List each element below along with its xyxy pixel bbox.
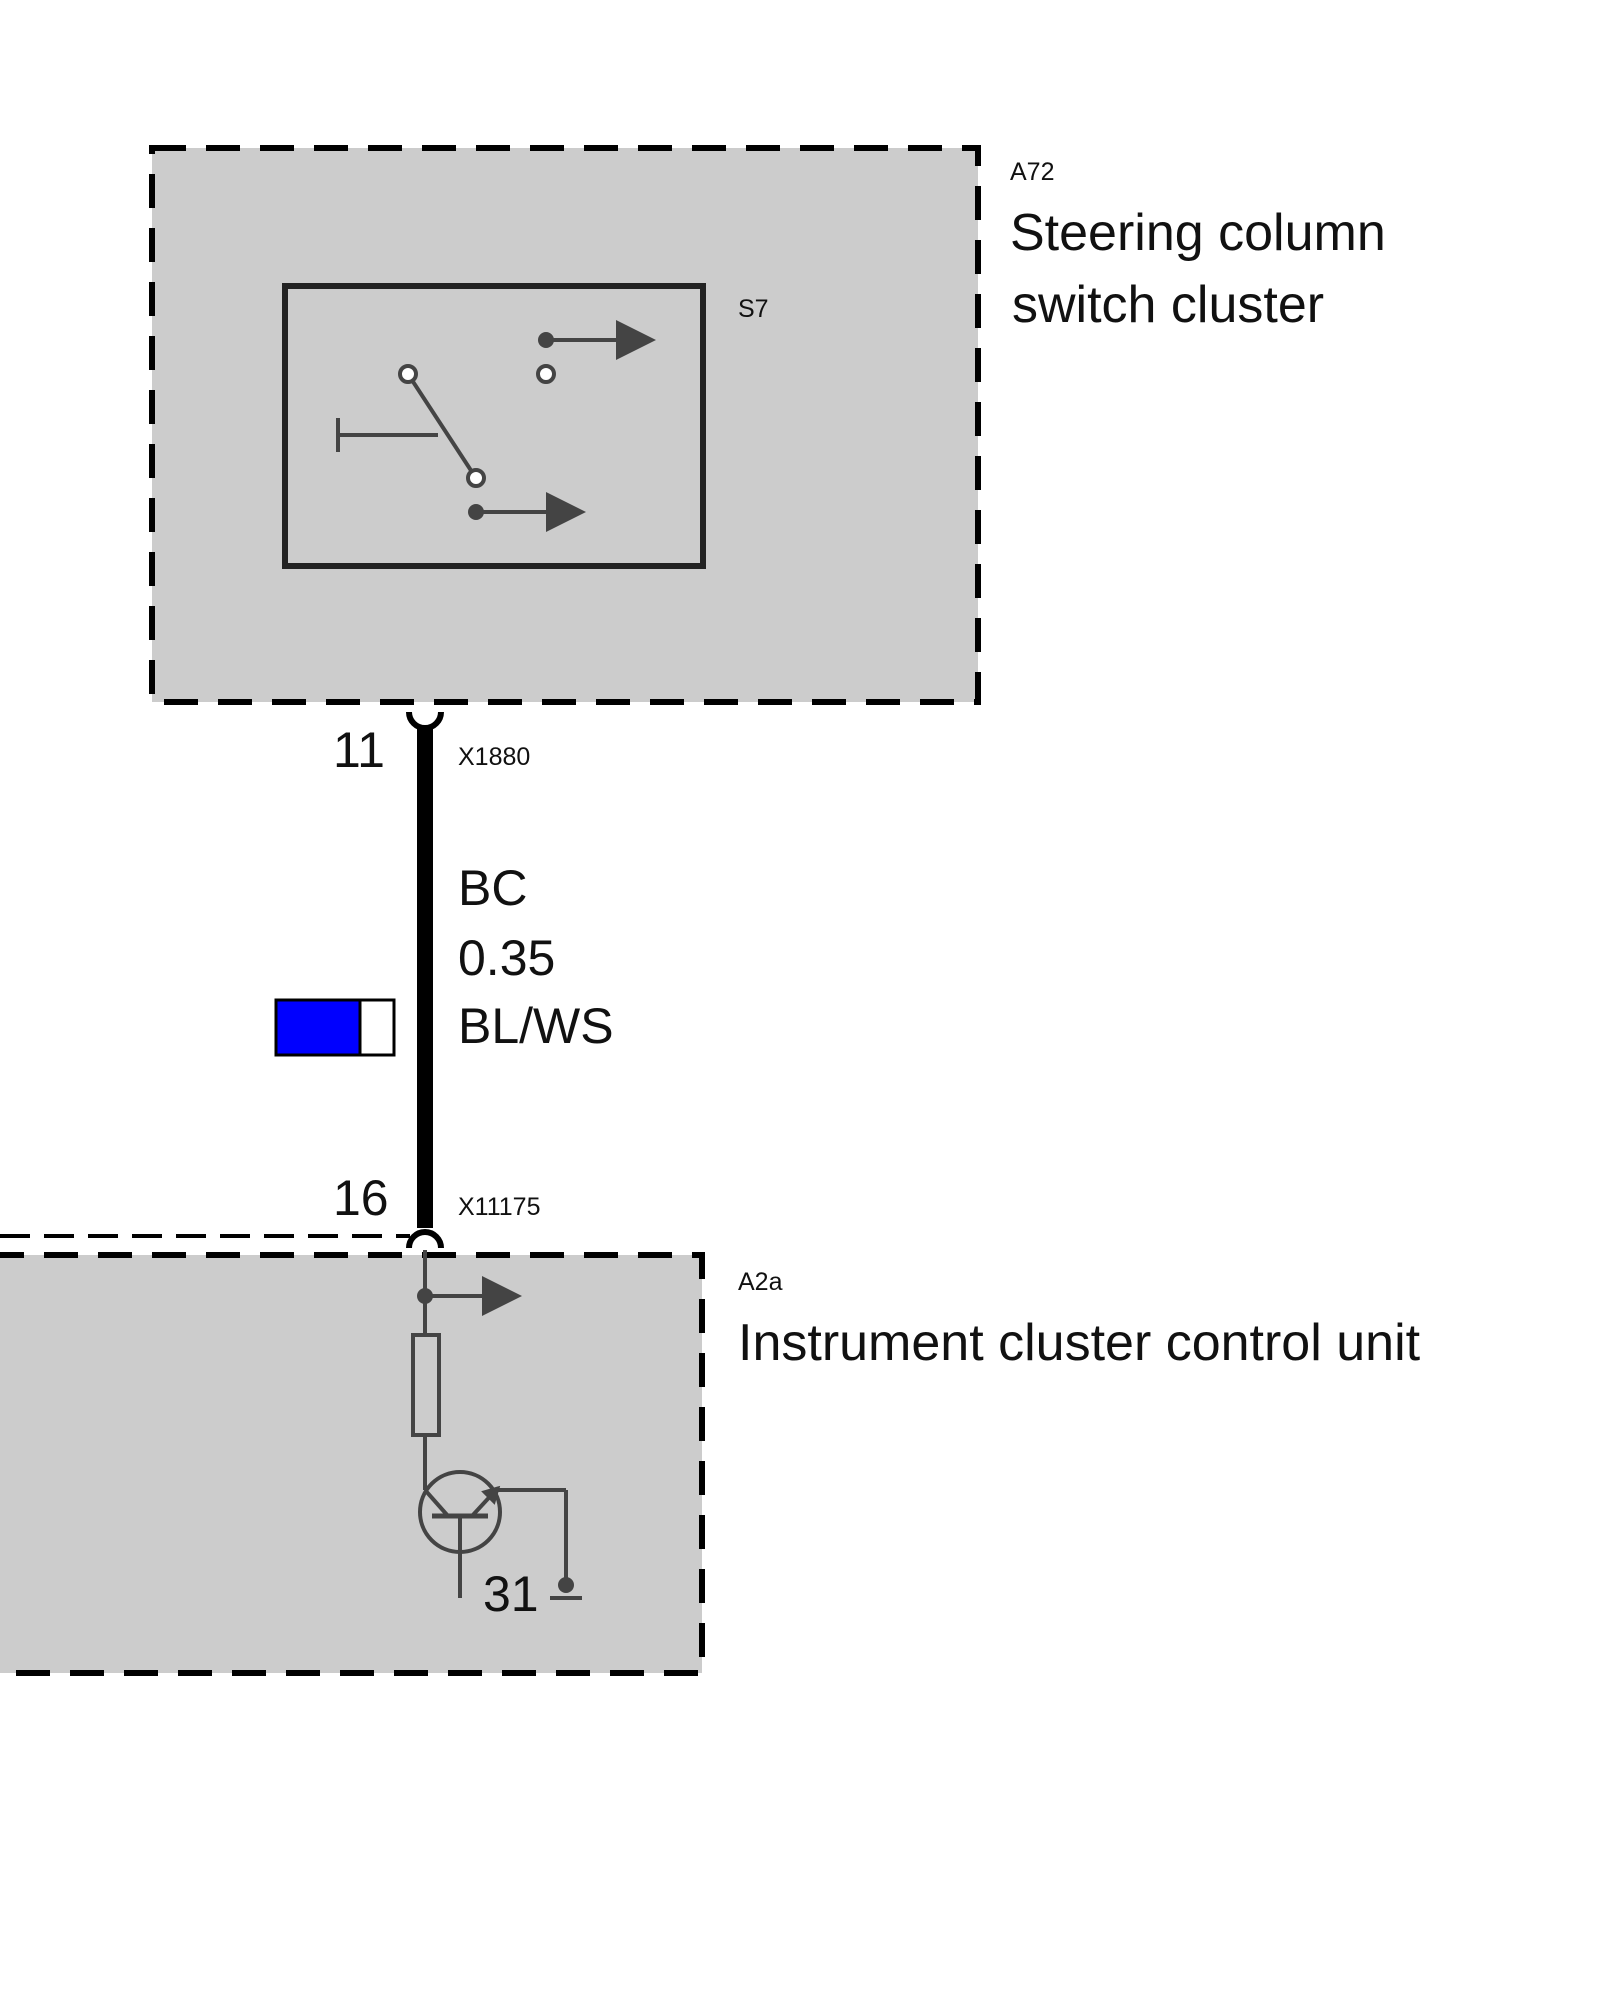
connector-x11175[interactable]: 16 X11175 xyxy=(333,1170,540,1226)
wire-circuit-label: BC xyxy=(458,860,527,916)
connector-x1880[interactable]: 11 X1880 xyxy=(333,711,530,778)
x1880-label: X1880 xyxy=(458,743,530,771)
a72-housing xyxy=(149,145,981,705)
component-a72[interactable] xyxy=(149,145,981,705)
wire-bc[interactable]: BC 0.35 BL/WS xyxy=(274,728,614,1228)
x11175-label: X11175 xyxy=(458,1193,540,1221)
a2a-name-label: Instrument cluster control unit xyxy=(738,1314,1421,1372)
ground-label: 31 xyxy=(483,1566,539,1622)
transistor-collector xyxy=(423,1488,450,1518)
s7-upper-arrow-icon xyxy=(616,320,656,360)
ground-dot xyxy=(558,1577,574,1593)
s7-switch-blade xyxy=(406,372,474,474)
x11175-pin-number: 16 xyxy=(333,1170,389,1226)
s7-box xyxy=(282,283,706,569)
wire-color-swatch-primary xyxy=(274,998,362,1057)
a72-name-line2: switch cluster xyxy=(1012,276,1324,334)
a2a-housing xyxy=(0,1252,705,1676)
switch-s7[interactable]: S7 xyxy=(282,283,769,569)
s7-lower-arrow-icon xyxy=(546,492,586,532)
x1880-socket-icon xyxy=(406,711,444,731)
wire-color-swatch-secondary xyxy=(358,998,396,1057)
a2a-id-label: A2a xyxy=(738,1268,783,1296)
s7-label: S7 xyxy=(738,295,769,323)
x1880-pin-number: 11 xyxy=(333,722,385,778)
a72-id-label: A72 xyxy=(1010,158,1054,186)
wire-cross-section-label: 0.35 xyxy=(458,930,555,986)
transistor-emitter-arrow-icon xyxy=(481,1485,501,1505)
a2a-internal-circuit: 31 xyxy=(411,1250,582,1622)
wire-color-code-label: BL/WS xyxy=(458,998,614,1054)
s7-pivot-contact xyxy=(398,364,418,384)
component-a2a[interactable] xyxy=(0,1234,705,1676)
s7-lower-open-contact xyxy=(466,468,486,488)
a2a-output-arrow-icon xyxy=(482,1276,522,1316)
s7-upper-open-contact xyxy=(536,364,556,384)
x11175-socket-icon xyxy=(406,1229,444,1249)
a72-name-line1: Steering column xyxy=(1010,204,1386,262)
